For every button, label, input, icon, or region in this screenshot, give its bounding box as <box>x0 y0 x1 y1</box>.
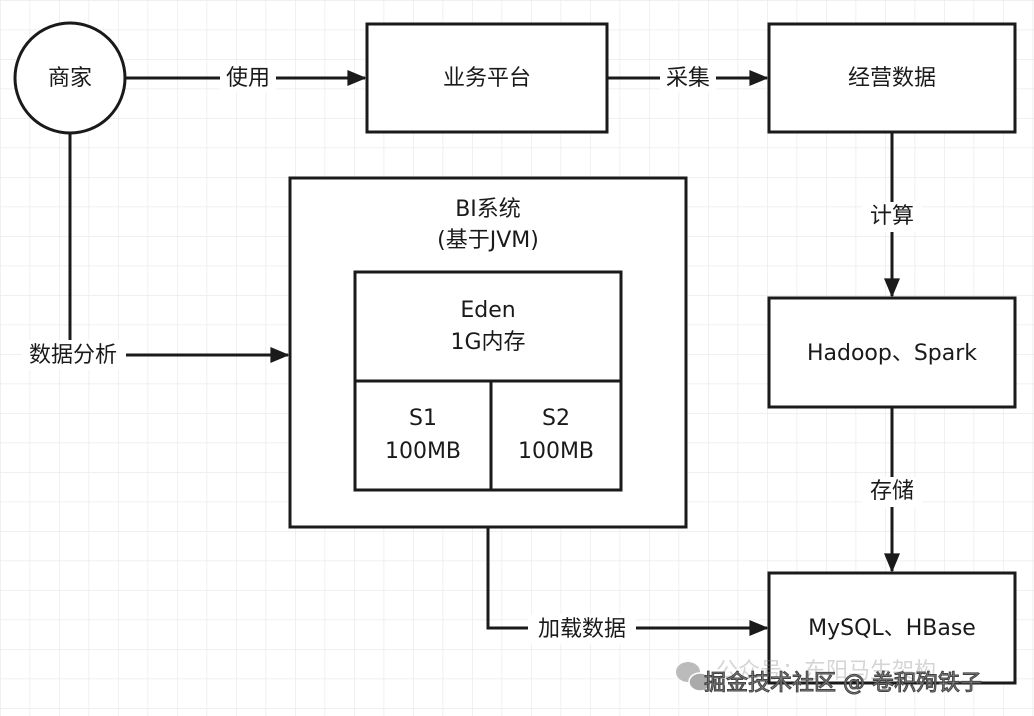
edge-label-load: 加载数据 <box>538 617 626 642</box>
node-s2: S2 100MB <box>489 379 623 492</box>
watermark-line2: 掘金技术社区 @ 卷积殉铁子 <box>704 671 982 696</box>
svg-text:业务平台: 业务平台 <box>443 66 531 91</box>
edge-analyze: 数据分析 <box>22 133 290 370</box>
node-compute-engine: Hadoop、Spark <box>767 296 1017 409</box>
edge-label-use: 使用 <box>226 66 270 91</box>
wechat-icon <box>676 662 712 692</box>
svg-text:S2: S2 <box>542 406 570 431</box>
svg-text:Hadoop、Spark: Hadoop、Spark <box>807 341 977 366</box>
node-storage: MySQL、HBase <box>767 571 1017 685</box>
watermark: 公众号：东阳马生架构 掘金技术社区 @ 卷积殉铁子 <box>676 659 983 697</box>
edge-label-analyze: 数据分析 <box>29 343 117 368</box>
edge-label-store: 存储 <box>870 479 914 504</box>
svg-text:100MB: 100MB <box>518 439 594 464</box>
bi-subtitle: (基于JVM) <box>437 228 539 253</box>
svg-text:商家: 商家 <box>48 66 92 91</box>
edge-store: 存储 <box>862 407 922 573</box>
edge-label-compute: 计算 <box>870 204 914 229</box>
node-business-platform: 业务平台 <box>365 22 609 134</box>
node-s1: S1 100MB <box>353 379 493 492</box>
node-eden: Eden 1G内存 <box>353 270 623 383</box>
svg-text:S1: S1 <box>409 406 437 431</box>
edge-label-collect: 采集 <box>666 66 710 91</box>
edge-compute: 计算 <box>862 132 922 298</box>
node-operating-data: 经营数据 <box>767 22 1017 134</box>
svg-text:100MB: 100MB <box>385 439 461 464</box>
edge-collect: 采集 <box>607 64 769 92</box>
node-merchant: 商家 <box>13 21 127 135</box>
svg-text:1G内存: 1G内存 <box>450 330 525 355</box>
svg-text:Eden: Eden <box>460 298 515 323</box>
node-bi-system: BI系统 (基于JVM) Eden 1G内存 S1 100MB S2 100MB <box>288 176 688 529</box>
edge-load: 加载数据 <box>486 527 769 644</box>
svg-text:经营数据: 经营数据 <box>848 66 936 91</box>
bi-title: BI系统 <box>455 197 521 222</box>
watermark-line1: 公众号：东阳马生架构 <box>716 659 936 684</box>
edge-use: 使用 <box>125 64 367 92</box>
svg-text:MySQL、HBase: MySQL、HBase <box>808 616 976 641</box>
